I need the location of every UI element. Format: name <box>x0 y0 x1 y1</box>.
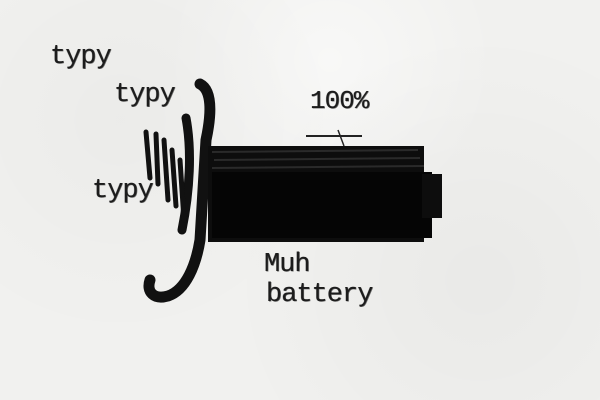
plug-hook-stroke <box>143 78 216 303</box>
battery-fill-overlay <box>212 172 432 238</box>
typy-label-2: typy <box>114 80 176 110</box>
cable-scribble <box>143 129 187 223</box>
level-marker-tick <box>337 129 345 147</box>
battery-terminal <box>422 174 442 218</box>
typy-label-1: typy <box>50 42 112 72</box>
battery-caption-line2: battery <box>266 280 373 310</box>
typy-label-3: typy <box>92 176 154 206</box>
battery-level-label: 100% <box>310 86 369 116</box>
battery-top-texture <box>211 149 425 169</box>
battery-caption-line1: Muh <box>264 250 311 280</box>
